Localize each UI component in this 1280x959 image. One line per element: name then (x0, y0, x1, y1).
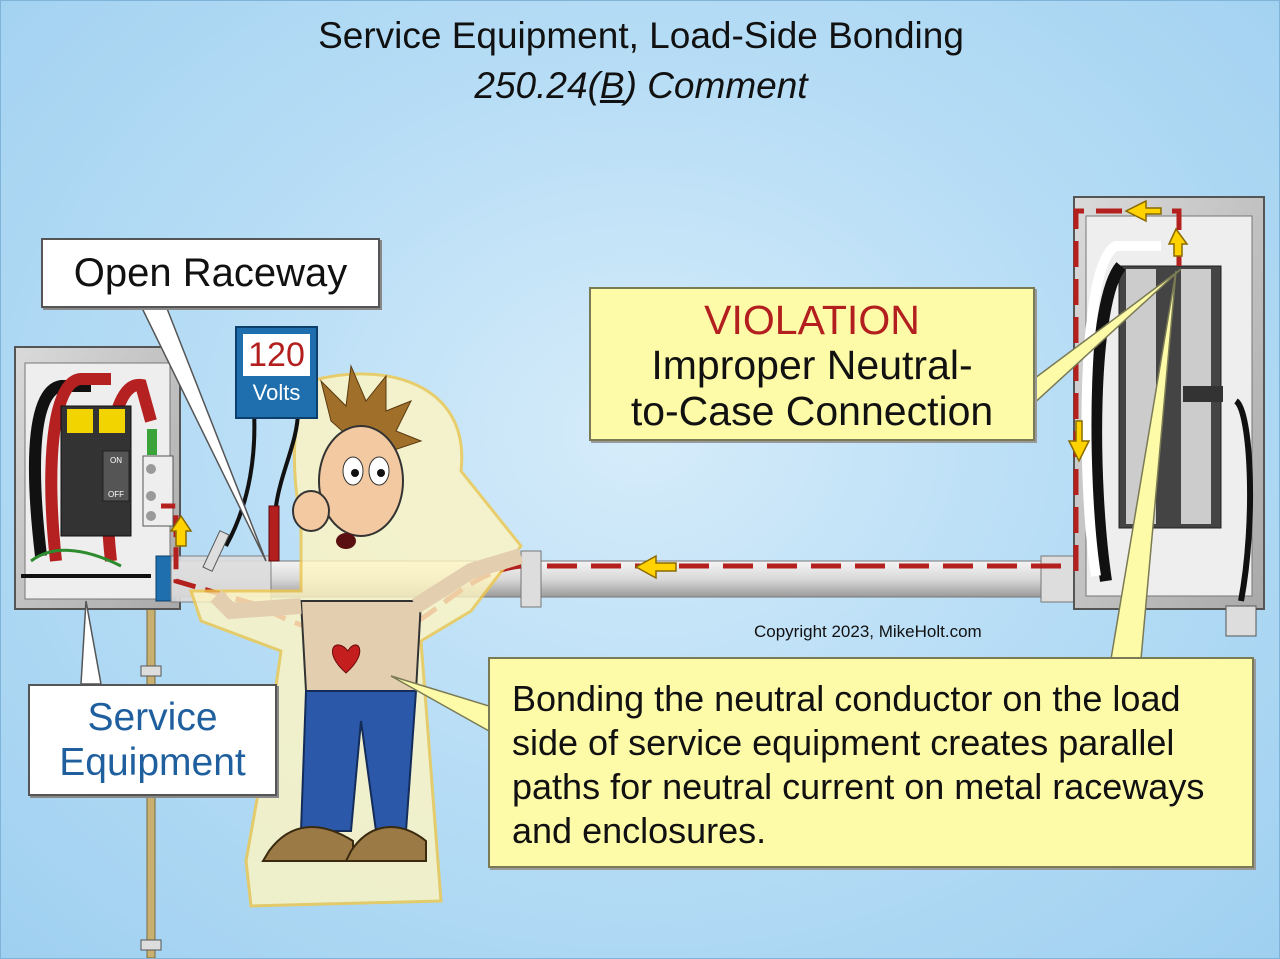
shocked-person (210, 364, 524, 862)
subtitle-underlined: B (599, 65, 625, 106)
subtitle-pre: 250.24( (474, 65, 600, 106)
breaker-off-label: OFF (108, 490, 124, 499)
load-panel (1073, 196, 1265, 637)
title: Service Equipment, Load-Side Bonding (318, 15, 964, 56)
subtitle: 250.24(B) Comment (1, 65, 1279, 107)
voltage-unit: Volts (252, 380, 301, 405)
bonding-explanation-callout: Bonding the neutral conductor on the loa… (488, 657, 1254, 868)
copyright-notice: Copyright 2023, MikeHolt.com (754, 622, 982, 641)
service-equipment-panel: ON OFF (14, 346, 181, 610)
breaker-on-label: ON (110, 456, 122, 465)
meter-leads (202, 410, 300, 572)
violation-line1: Improper Neutral- (651, 342, 973, 388)
violation-title: VIOLATION (704, 297, 920, 343)
voltage-value: 120 (243, 334, 310, 376)
voltmeter: 120 Volts (235, 326, 318, 419)
current-direction-arrows (169, 199, 1189, 580)
violation-callout: VIOLATION Improper Neutral- to-Case Conn… (589, 287, 1035, 441)
open-raceway-callout: Open Raceway (41, 238, 380, 308)
subtitle-post: ) Comment (624, 65, 808, 106)
service-equipment-callout: Service Equipment (28, 684, 277, 796)
violation-line2: to-Case Connection (630, 388, 994, 434)
callout-pointers-yellow (390, 268, 1182, 733)
service-equipment-line2: Equipment (59, 741, 246, 784)
callout-pointers (80, 305, 267, 685)
service-equipment-line1: Service (87, 696, 218, 739)
